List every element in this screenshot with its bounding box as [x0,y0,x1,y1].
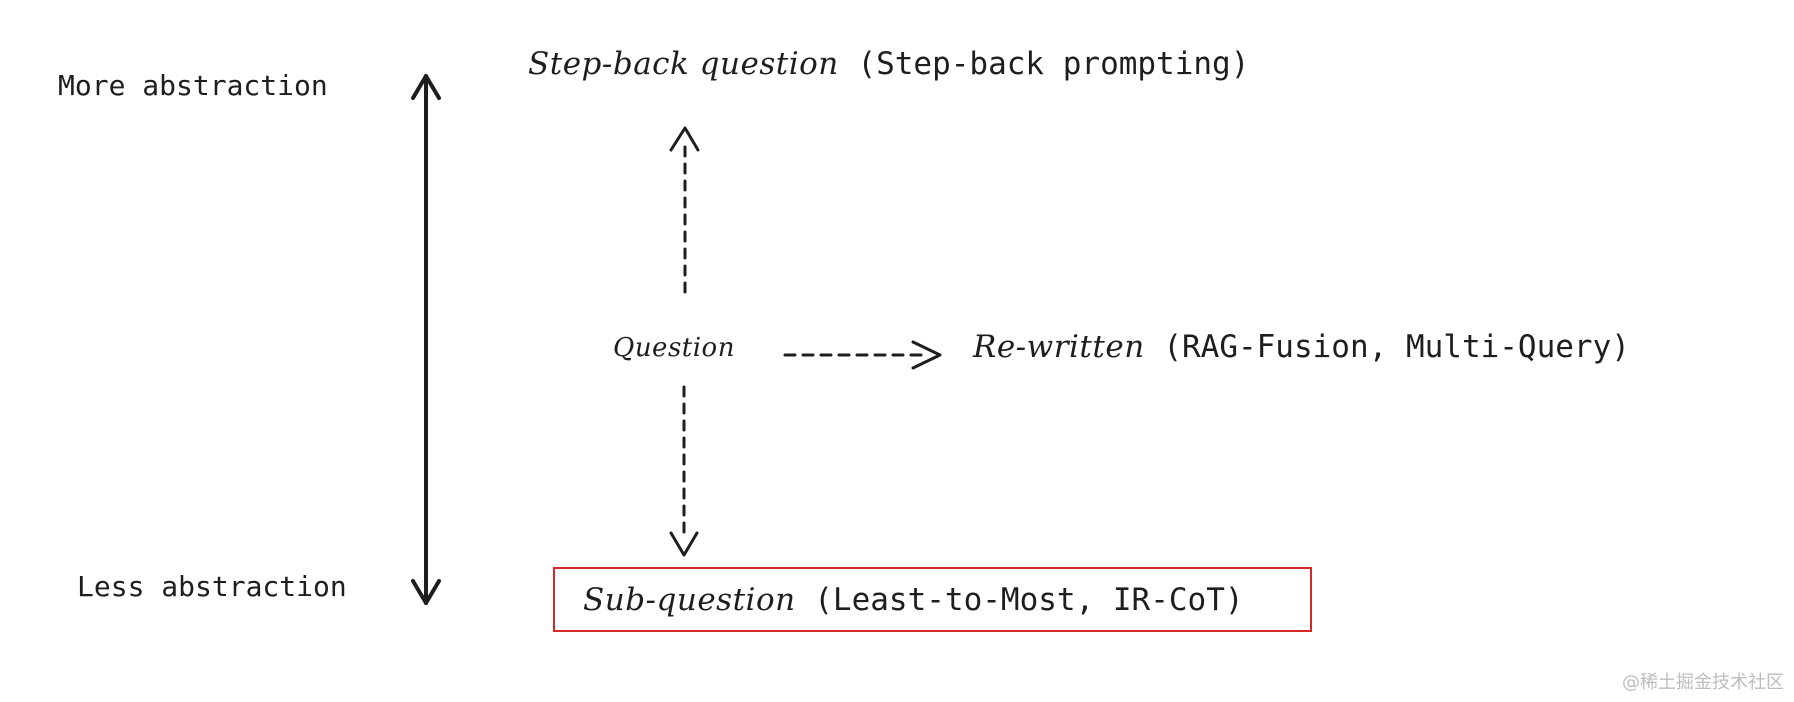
sub-question-detail: (Least-to-Most, IR-CoT) [814,582,1244,618]
dashed-arrow-up [669,126,700,294]
watermark-text: @稀土掘金技术社区 [1622,672,1784,693]
sub-question-title: Sub-question [583,582,796,618]
question-node: Question [613,333,735,363]
step-back-node: Step-back question (Step-back prompting) [528,49,1249,80]
vertical-axis-arrow [411,74,441,605]
rewritten-node: Re-written (RAG-Fusion, Multi-Query) [973,332,1630,363]
sub-question-highlight-box [553,567,1312,632]
axis-top-label: More abstraction [58,69,328,102]
axis-bottom-label: Less abstraction [77,570,347,603]
dashed-arrow-right [783,340,942,370]
step-back-title: Step-back question [528,46,839,82]
step-back-detail: (Step-back prompting) [857,46,1250,82]
dashed-arrow-down [669,385,699,557]
rewritten-title: Re-written [973,329,1145,365]
sub-question-node: Sub-question (Least-to-Most, IR-CoT) [583,585,1244,616]
rewritten-detail: (RAG-Fusion, Multi-Query) [1163,329,1630,365]
